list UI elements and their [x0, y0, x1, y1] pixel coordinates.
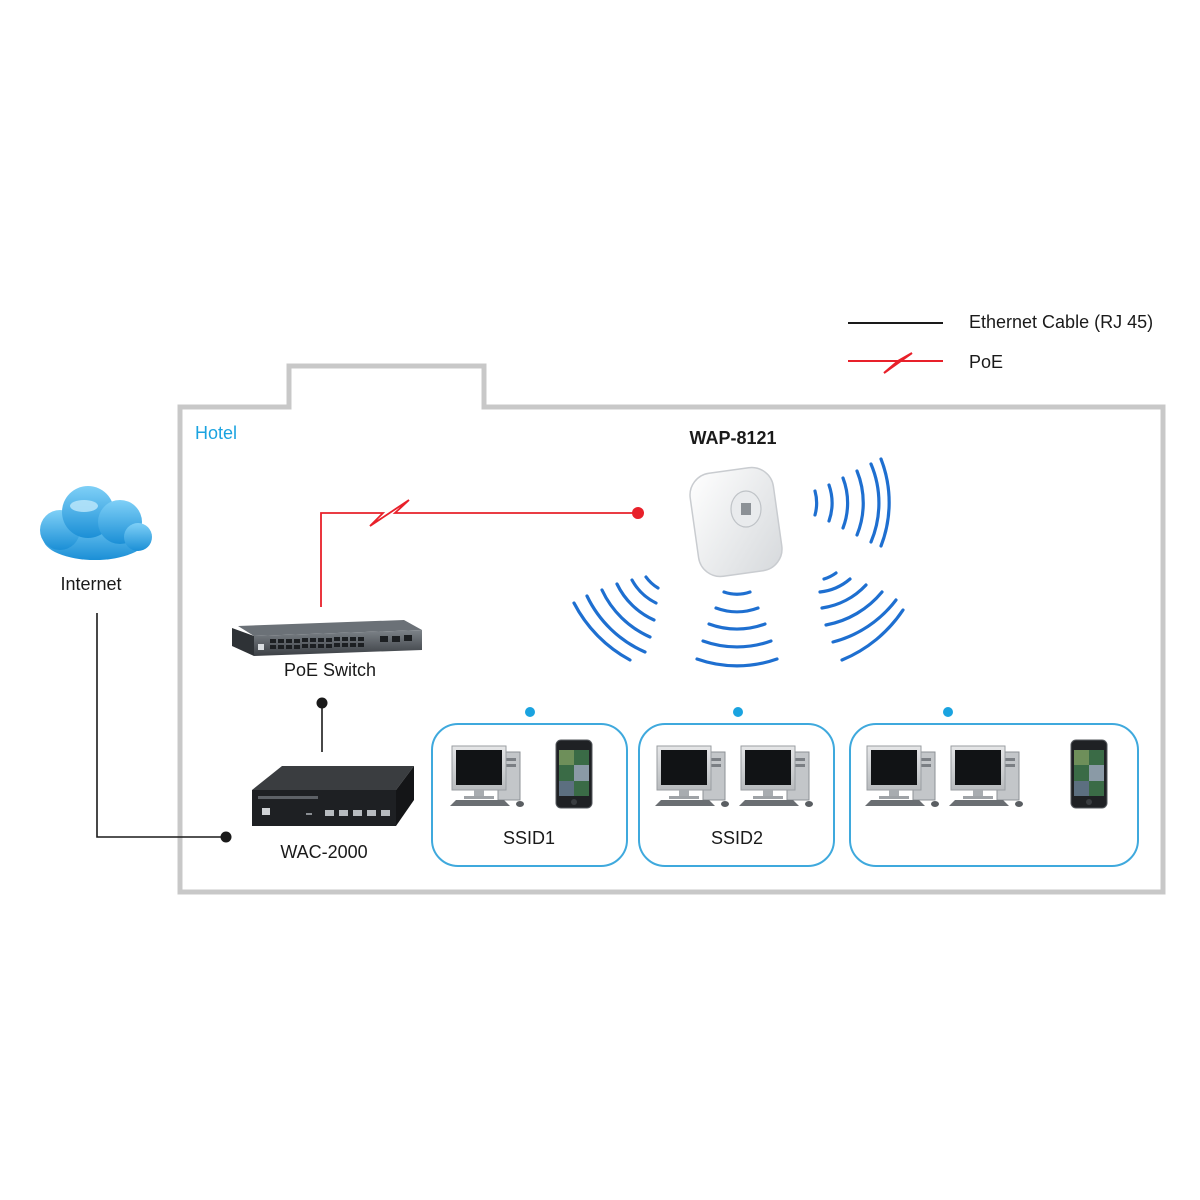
- legend: [848, 322, 943, 374]
- ethernet-legend-label: Ethernet Cable (RJ 45): [969, 312, 1154, 332]
- access-point-device: [689, 466, 783, 578]
- smartphone-icon: [555, 739, 593, 809]
- ssid-group: [431, 707, 628, 867]
- poe-switch-device: [232, 620, 422, 656]
- poe-cable: [320, 499, 638, 607]
- ssid-group: [849, 707, 1139, 867]
- wifi-signal-icon: [572, 457, 905, 668]
- desktop-computer-icon: [949, 745, 1023, 807]
- group-label-ssid1: SSID1: [502, 828, 556, 848]
- group-marker-dot: [943, 707, 953, 717]
- desktop-computer-icon: [655, 745, 729, 807]
- poe-legend-icon: [848, 352, 943, 374]
- hotel-building-outline: [177, 363, 1166, 895]
- desktop-computer-icon: [450, 745, 524, 807]
- hotel-label: Hotel: [195, 423, 238, 443]
- wac-controller-device: [252, 766, 414, 826]
- ethernet-endpoint-dot: [220, 831, 232, 843]
- ethernet-cable-internet: [96, 613, 226, 838]
- internet-cloud-icon: [40, 486, 152, 560]
- group-marker-dot: [525, 707, 535, 717]
- internet-label: Internet: [60, 574, 122, 594]
- group-marker-dot: [733, 707, 743, 717]
- smartphone-icon: [1070, 739, 1108, 809]
- controller-label: WAC-2000: [280, 842, 368, 862]
- ethernet-endpoint-dot: [316, 697, 328, 709]
- ssid-group: [638, 707, 835, 867]
- poe-endpoint-dot: [632, 507, 644, 519]
- access-point-label: WAP-8121: [689, 428, 777, 448]
- desktop-computer-icon: [865, 745, 939, 807]
- group-label-ssid2: SSID2: [710, 828, 764, 848]
- desktop-computer-icon: [739, 745, 813, 807]
- poe-legend-label: PoE: [969, 352, 1004, 372]
- poe-switch-label: PoE Switch: [283, 660, 377, 680]
